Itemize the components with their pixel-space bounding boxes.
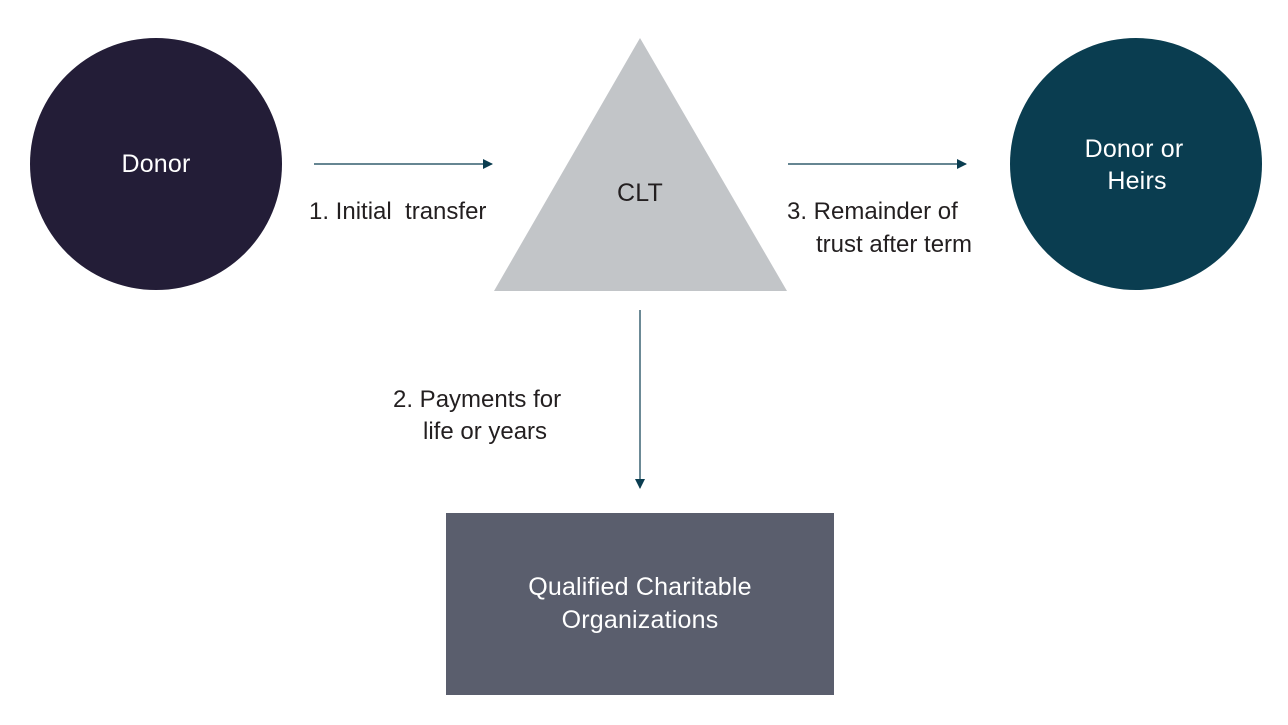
clt-node xyxy=(494,38,787,291)
heirs-node xyxy=(1010,38,1262,290)
clt-label: CLT xyxy=(617,179,663,207)
remainder-label-line2: trust after term xyxy=(816,231,972,258)
donor-node xyxy=(30,38,282,290)
payments-label-line2: life or years xyxy=(423,418,547,445)
heirs-label-line2: Heirs xyxy=(1107,167,1166,195)
charity-label-line1: Qualified Charitable xyxy=(528,573,752,601)
payments-label-line1: 2. Payments for xyxy=(393,386,561,413)
charity-label-line2: Organizations xyxy=(562,606,719,634)
charity-node xyxy=(446,513,834,695)
remainder-label-line1: 3. Remainder of xyxy=(787,198,958,225)
donor-label: Donor xyxy=(121,150,190,178)
heirs-label-line1: Donor or xyxy=(1085,135,1184,163)
initial-transfer-label: 1. Initial transfer xyxy=(309,198,486,225)
